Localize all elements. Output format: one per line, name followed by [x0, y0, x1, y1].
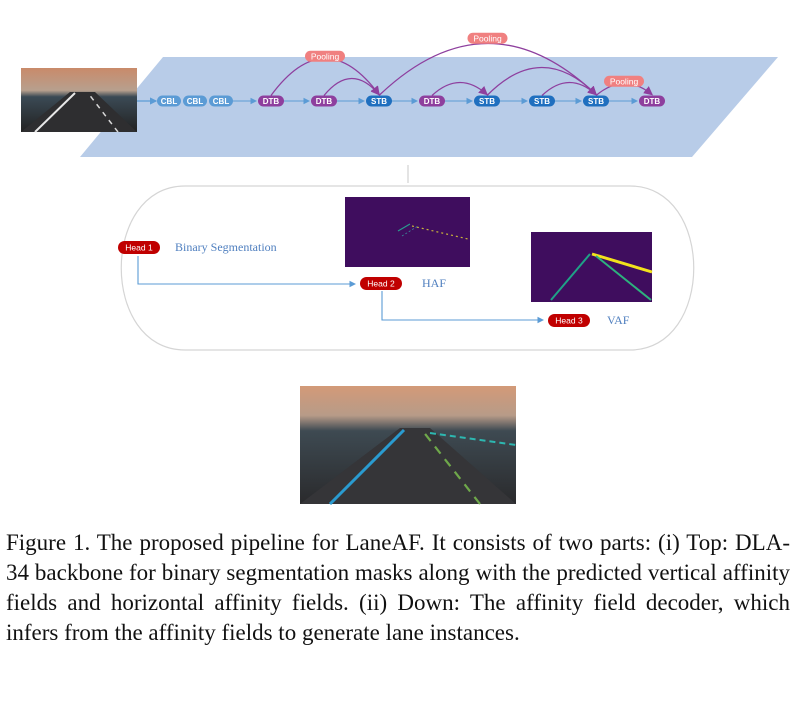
svg-text:Pooling: Pooling: [473, 33, 502, 43]
svg-text:DTB: DTB: [644, 97, 661, 106]
svg-text:CBL: CBL: [187, 97, 204, 106]
cbl-block: CBL: [183, 95, 207, 107]
dtb-stage: DTB: [311, 95, 337, 107]
stb-stage: STB: [529, 95, 555, 107]
svg-text:STB: STB: [479, 97, 495, 106]
pipeline-diagram: CBL CBL CBL DTB DTB STB DTB STB STB STB DTB Poolin…: [21, 32, 778, 506]
svg-text:DTB: DTB: [263, 97, 280, 106]
svg-text:Head 3: Head 3: [555, 316, 583, 326]
cbl-block: CBL: [157, 95, 181, 107]
backbone-plane: [80, 57, 778, 157]
svg-text:CBL: CBL: [161, 97, 178, 106]
head-2: Head 2: [360, 277, 402, 290]
svg-text:Head 1: Head 1: [125, 243, 153, 253]
stb-stage: STB: [583, 95, 609, 107]
head-1: Head 1: [118, 241, 160, 254]
head-3: Head 3: [548, 314, 590, 327]
svg-text:Head 2: Head 2: [367, 279, 395, 289]
dtb-stage: DTB: [639, 95, 665, 107]
svg-text:STB: STB: [534, 97, 550, 106]
figure-caption: Figure 1. The proposed pipeline for Lane…: [6, 530, 790, 645]
pooling-arc: [541, 81, 597, 96]
svg-text:STB: STB: [588, 97, 604, 106]
vaf-output-image: [531, 232, 653, 302]
output-lane-image: [300, 386, 517, 506]
backbone-nodes: CBL CBL CBL DTB DTB STB DTB STB STB STB DTB: [157, 95, 665, 107]
pooling-label: Pooling: [604, 75, 644, 87]
pooling-arc: [323, 77, 380, 96]
svg-text:DTB: DTB: [316, 97, 333, 106]
haf-output-image: [345, 197, 470, 267]
cbl-block: CBL: [209, 95, 233, 107]
haf-label: HAF: [422, 276, 446, 290]
input-road-image: [21, 68, 137, 133]
vaf-label: VAF: [607, 313, 630, 327]
svg-text:STB: STB: [371, 97, 387, 106]
pooling-label: Pooling: [305, 50, 345, 62]
pooling-arc: [431, 81, 488, 96]
stb-stage: STB: [366, 95, 392, 107]
decoder-panel: [120, 185, 695, 351]
svg-text:Pooling: Pooling: [610, 76, 639, 86]
pooling-label: Pooling: [467, 32, 508, 44]
svg-text:Pooling: Pooling: [311, 51, 340, 61]
binary-segmentation-label: Binary Segmentation: [175, 240, 277, 254]
dtb-stage: DTB: [258, 95, 284, 107]
svg-text:CBL: CBL: [213, 97, 230, 106]
pooling-arc: [486, 66, 597, 96]
svg-text:DTB: DTB: [424, 97, 441, 106]
stb-stage: STB: [474, 95, 500, 107]
dtb-stage: DTB: [419, 95, 445, 107]
